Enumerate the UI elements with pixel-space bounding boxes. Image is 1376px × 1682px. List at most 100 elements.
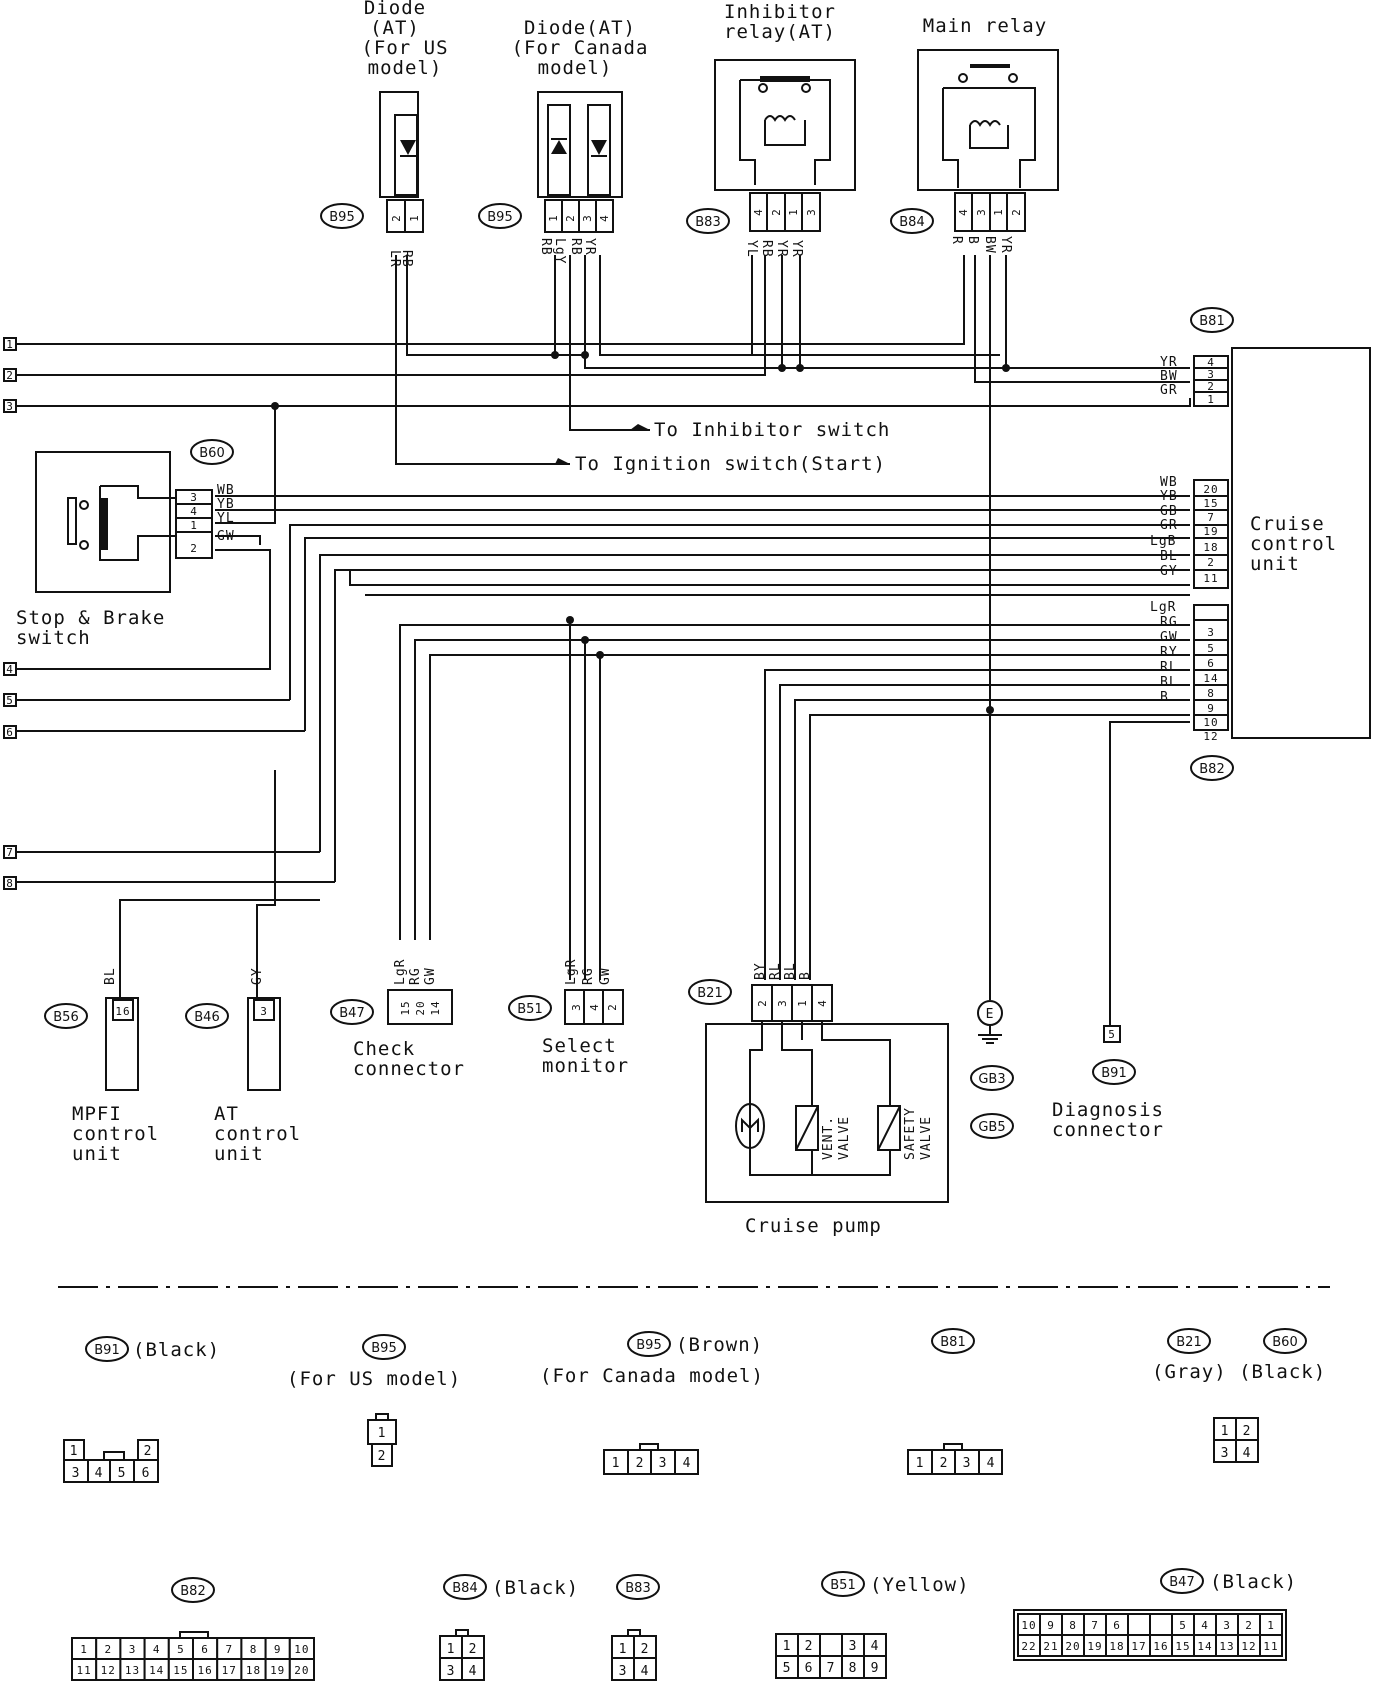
ground-symbol: E — [977, 1000, 1003, 1044]
svg-text:(For Canada: (For Canada — [512, 37, 649, 59]
svg-text:3: 3 — [805, 208, 818, 216]
svg-text:E: E — [986, 1007, 995, 1022]
diode-us-label: Diode (AT) (For US model) — [361, 0, 447, 79]
connector-b95-canada: B95 — [478, 203, 522, 229]
pin-number: 7 — [827, 1661, 836, 1676]
svg-text:VALVE: VALVE — [837, 1116, 852, 1160]
svg-text:3: 3 — [975, 208, 988, 216]
svg-text:Diode: Diode — [364, 0, 426, 19]
svg-text:3: 3 — [1207, 368, 1215, 381]
svg-text:LgR: LgR — [393, 959, 408, 985]
svg-text:2: 2 — [940, 1456, 949, 1471]
pin-number: 1 — [783, 1639, 792, 1654]
pin-number: 22 — [1021, 1640, 1036, 1653]
svg-text:VENT.: VENT. — [821, 1116, 836, 1160]
svg-text:BL: BL — [1160, 549, 1178, 564]
svg-text:2: 2 — [564, 214, 577, 222]
svg-text:control: control — [214, 1123, 301, 1145]
svg-text:6: 6 — [142, 1466, 151, 1481]
pin-number: 4 — [1201, 1619, 1209, 1632]
svg-text:3: 3 — [963, 1456, 972, 1471]
pin-number: 2 — [805, 1639, 814, 1654]
svg-text:3: 3 — [72, 1466, 81, 1481]
svg-text:14: 14 — [1203, 672, 1218, 685]
svg-text:1: 1 — [447, 1642, 456, 1657]
pin-number: 6 — [805, 1661, 814, 1676]
pin-number: 6 — [201, 1643, 209, 1656]
svg-text:relay(AT): relay(AT) — [724, 21, 836, 43]
svg-text:14: 14 — [429, 1000, 442, 1015]
svg-text:RB: RB — [759, 240, 774, 258]
svg-text:R: R — [949, 236, 964, 245]
svg-text:B47: B47 — [339, 1006, 364, 1021]
connector-b81-block: 4 3 2 1 YR BW GR — [1160, 355, 1229, 407]
svg-text:3: 3 — [260, 1005, 268, 1018]
svg-text:6: 6 — [1207, 657, 1215, 670]
svg-text:1: 1 — [1221, 1424, 1230, 1439]
svg-text:LR: LR — [387, 250, 402, 268]
svg-text:Inhibitor: Inhibitor — [724, 1, 836, 23]
svg-text:unit: unit — [1250, 553, 1300, 575]
svg-text:BW: BW — [982, 236, 997, 254]
svg-text:Check: Check — [353, 1038, 415, 1060]
legend-b81: B81 1 2 3 4 — [907, 1328, 1003, 1475]
pin-number: 11 — [1263, 1640, 1278, 1653]
svg-text:16: 16 — [115, 1005, 130, 1018]
svg-text:GW: GW — [217, 529, 235, 544]
svg-text:B: B — [965, 236, 980, 245]
pin-number: 14 — [1197, 1640, 1212, 1653]
svg-text:Cruise pump: Cruise pump — [745, 1215, 882, 1237]
svg-text:To Ignition switch(Start): To Ignition switch(Start) — [575, 453, 886, 475]
svg-text:3: 3 — [581, 214, 594, 222]
diagnosis-connector: 5 Diagnosis connector — [1052, 1025, 1163, 1141]
svg-text:RY: RY — [1160, 645, 1178, 660]
svg-text:model): model) — [368, 57, 443, 79]
connector-b83: B83 — [686, 208, 730, 234]
legend-b83: B83 1 2 3 4 — [611, 1574, 660, 1681]
svg-text:2: 2 — [1010, 208, 1023, 216]
svg-text:RG: RG — [1160, 615, 1178, 630]
svg-text:GY: GY — [250, 967, 265, 985]
pin-number: 15 — [1175, 1640, 1190, 1653]
pin-cell — [863, 1655, 887, 1679]
svg-text:3: 3 — [619, 1664, 628, 1679]
svg-text:GR: GR — [1160, 383, 1178, 398]
svg-text:SAFETY: SAFETY — [903, 1107, 918, 1160]
svg-text:BL: BL — [103, 967, 118, 985]
pin-number: 7 — [225, 1643, 233, 1656]
svg-text:monitor: monitor — [542, 1055, 629, 1077]
svg-text:3: 3 — [447, 1664, 456, 1679]
svg-text:GW: GW — [423, 967, 438, 985]
legend-b95-us: B95 (For US model) 1 2 — [287, 1334, 460, 1467]
svg-text:RL: RL — [1160, 660, 1178, 675]
pin-number: 3 — [849, 1639, 858, 1654]
pin-number: 9 — [1047, 1619, 1055, 1632]
svg-text:2: 2 — [190, 542, 198, 555]
svg-text:1: 1 — [612, 1456, 621, 1471]
svg-text:B84: B84 — [452, 1581, 477, 1596]
svg-text:B91: B91 — [94, 1343, 119, 1358]
svg-text:8: 8 — [1207, 687, 1215, 700]
pin-number: 13 — [125, 1664, 140, 1677]
svg-text:20: 20 — [1203, 483, 1218, 496]
svg-text:4: 4 — [190, 505, 198, 518]
svg-text:7: 7 — [6, 846, 14, 859]
main-relay-label: Main relay — [923, 15, 1047, 37]
svg-text:YL: YL — [744, 240, 759, 258]
cruise-control-unit: Cruise control unit — [1231, 347, 1371, 739]
svg-text:LgR: LgR — [1150, 600, 1176, 615]
pin-cell — [1149, 1613, 1173, 1636]
svg-text:5: 5 — [1207, 642, 1215, 655]
svg-text:B91: B91 — [1101, 1066, 1126, 1081]
svg-text:4: 4 — [95, 1466, 104, 1481]
svg-text:B83: B83 — [625, 1581, 650, 1596]
svg-text:1: 1 — [992, 208, 1005, 216]
svg-text:5: 5 — [118, 1466, 127, 1481]
svg-text:B: B — [1160, 690, 1169, 705]
svg-text:model): model) — [538, 57, 613, 79]
svg-text:4: 4 — [469, 1664, 478, 1679]
svg-text:WB: WB — [1160, 475, 1178, 490]
svg-text:3: 3 — [190, 491, 198, 504]
